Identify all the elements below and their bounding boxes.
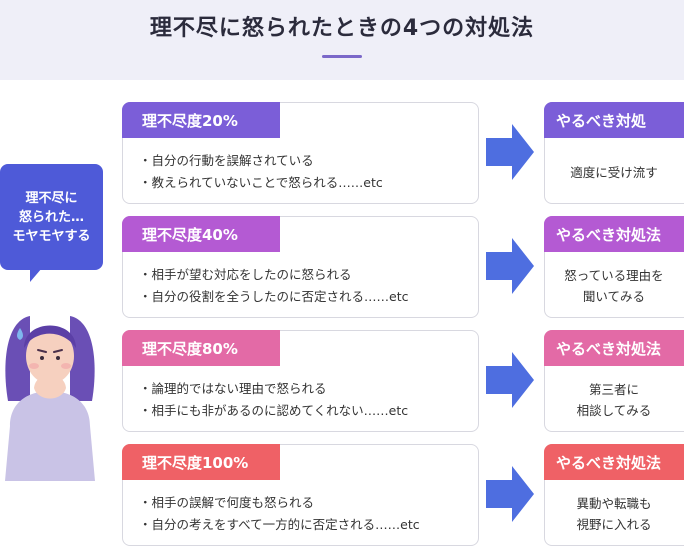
- solution-card-40: やるべき対処法 怒っている理由を 聞いてみる: [544, 216, 684, 318]
- level-card-80: 理不尽度80% ・論理的ではない理由で怒られる ・相手にも非があるのに認めてくれ…: [122, 330, 479, 432]
- bubble-line: 怒られた…: [18, 209, 84, 225]
- level-tag: 理不尽度40%: [122, 216, 280, 252]
- solution-line: 視野に入れる: [576, 517, 652, 532]
- solution-line: 異動や転職も: [576, 496, 652, 511]
- solution-line: 第三者に: [588, 382, 639, 397]
- bubble-line: モヤモヤする: [12, 228, 91, 244]
- list-item: ・相手にも非があるのに認めてくれない……etc: [139, 403, 409, 418]
- list-item: ・自分の役割を全うしたのに否定される……etc: [139, 289, 409, 304]
- solution-card-80: やるべき対処法 第三者に 相談してみる: [544, 330, 684, 432]
- right-arrow-icon: [486, 124, 534, 180]
- bubble-line: 理不尽に: [25, 190, 78, 206]
- card-items: ・相手の誤解で何度も怒られる ・自分の考えをすべて一方的に否定される……etc: [139, 492, 420, 536]
- worried-woman-illustration: [5, 316, 95, 481]
- header-band: [0, 0, 684, 80]
- right-arrow-icon: [486, 466, 534, 522]
- card-items: ・自分の行動を誤解されている ・教えられていないことで怒られる……etc: [139, 150, 383, 194]
- card-items: ・相手が望む対応をしたのに怒られる ・自分の役割を全うしたのに否定される……et…: [139, 264, 408, 308]
- list-item: ・相手の誤解で何度も怒られる: [139, 495, 315, 510]
- list-item: ・教えられていないことで怒られる……etc: [139, 175, 383, 190]
- speech-bubble: 理不尽に 怒られた… モヤモヤする: [0, 164, 103, 270]
- solution-line: 相談してみる: [576, 403, 652, 418]
- list-item: ・相手が望む対応をしたのに怒られる: [139, 267, 352, 282]
- solution-card-20: やるべき対処 適度に受け流す: [544, 102, 684, 204]
- level-card-20: 理不尽度20% ・自分の行動を誤解されている ・教えられていないことで怒られる……: [122, 102, 479, 204]
- title-underline: [322, 55, 362, 58]
- solution-card-100: やるべき対処法 異動や転職も 視野に入れる: [544, 444, 684, 546]
- solution-tag: やるべき対処: [544, 102, 684, 138]
- solution-text: 異動や転職も 視野に入れる: [545, 483, 683, 545]
- solution-text: 第三者に 相談してみる: [545, 369, 683, 431]
- level-tag: 理不尽度100%: [122, 444, 280, 480]
- solution-line: 怒っている理由を: [564, 268, 664, 283]
- card-items: ・論理的ではない理由で怒られる ・相手にも非があるのに認めてくれない……etc: [139, 378, 408, 422]
- solution-line: 適度に受け流す: [570, 164, 658, 180]
- right-arrow-icon: [486, 352, 534, 408]
- speech-bubble-tail: [30, 268, 42, 282]
- list-item: ・論理的ではない理由で怒られる: [139, 381, 327, 396]
- page-title: 理不尽に怒られたときの4つの対処法: [149, 16, 535, 41]
- right-arrow-icon: [486, 238, 534, 294]
- list-item: ・自分の行動を誤解されている: [139, 153, 314, 168]
- level-tag: 理不尽度80%: [122, 330, 280, 366]
- solution-tag: やるべき対処法: [544, 444, 684, 480]
- level-tag: 理不尽度20%: [122, 102, 280, 138]
- solution-tag: やるべき対処法: [544, 330, 684, 366]
- level-card-100: 理不尽度100% ・相手の誤解で何度も怒られる ・自分の考えをすべて一方的に否定…: [122, 444, 479, 546]
- solution-tag: やるべき対処法: [544, 216, 684, 252]
- solution-text: 怒っている理由を 聞いてみる: [545, 255, 683, 317]
- solution-text: 適度に受け流す: [545, 141, 683, 203]
- level-card-40: 理不尽度40% ・相手が望む対応をしたのに怒られる ・自分の役割を全うしたのに否…: [122, 216, 479, 318]
- solution-line: 聞いてみる: [582, 289, 646, 304]
- list-item: ・自分の考えをすべて一方的に否定される……etc: [139, 517, 420, 532]
